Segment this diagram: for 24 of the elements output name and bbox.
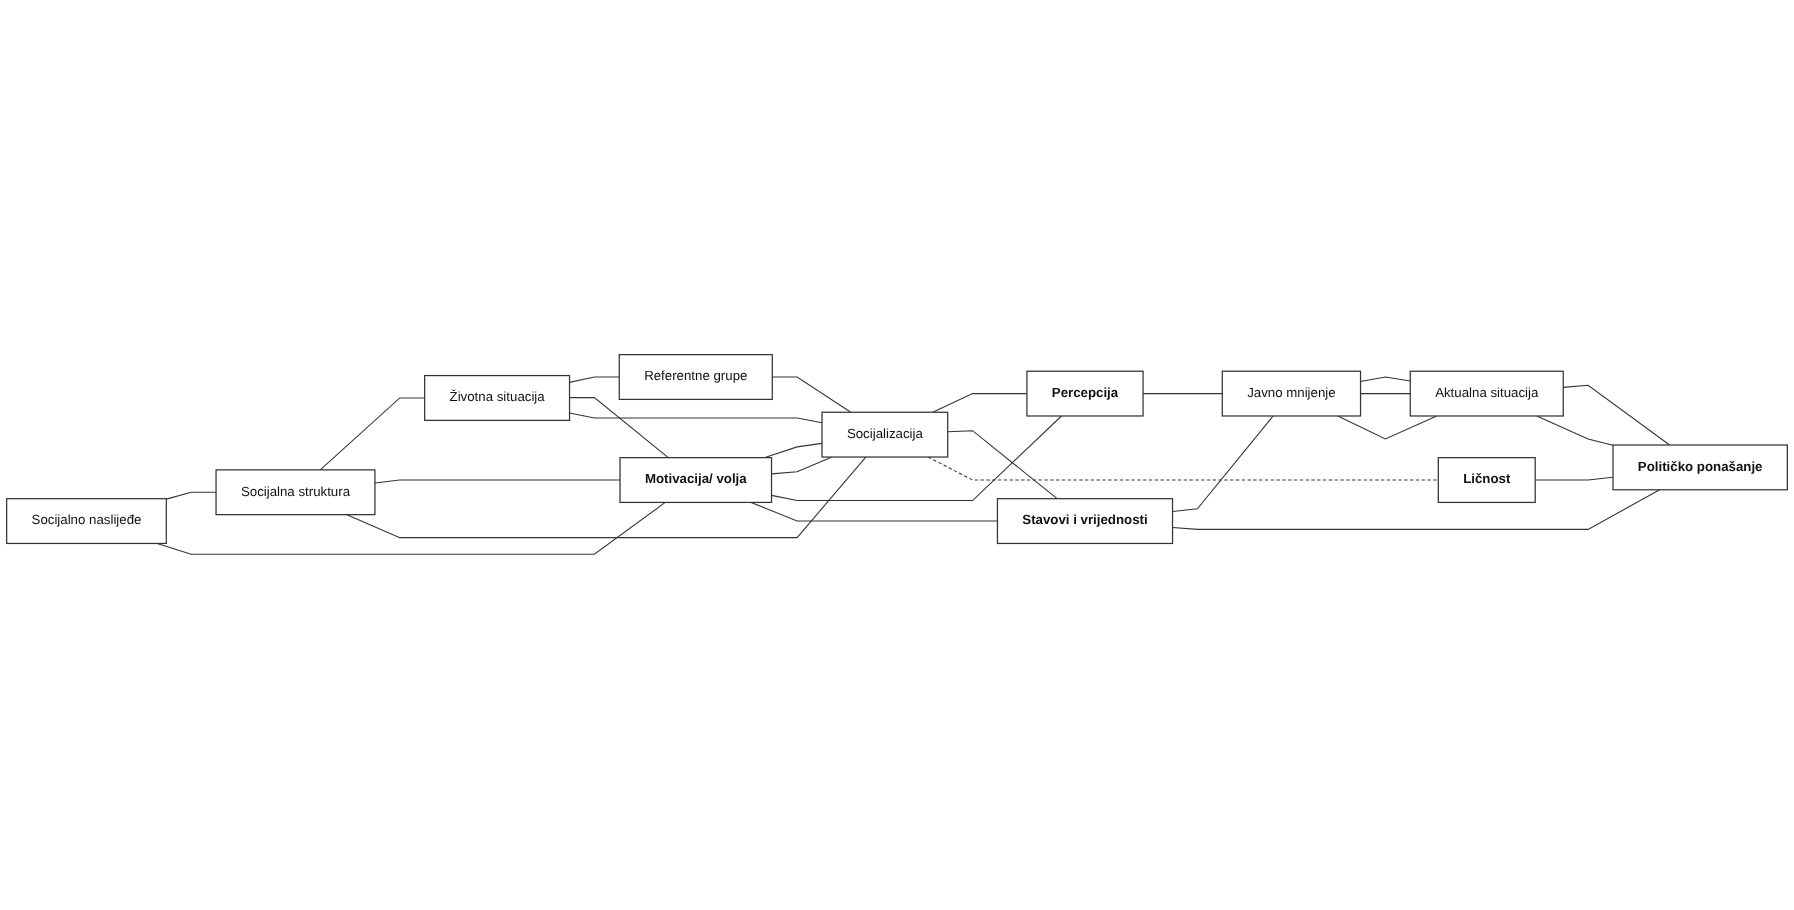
connector	[1142, 393, 1223, 395]
connector	[1534, 477, 1614, 482]
connector	[1562, 385, 1671, 447]
connector	[947, 430, 1058, 500]
connector	[932, 393, 1028, 414]
connector	[374, 480, 621, 485]
connector	[346, 457, 867, 539]
connector	[1337, 416, 1438, 441]
connector	[569, 377, 620, 384]
connector	[1172, 416, 1274, 513]
connector	[771, 377, 852, 414]
connector	[1536, 416, 1614, 447]
connector	[771, 457, 833, 475]
connector	[1360, 377, 1411, 383]
connector	[165, 492, 217, 501]
connector	[927, 457, 1439, 482]
connector	[1360, 393, 1411, 395]
connector	[1172, 489, 1661, 531]
connector	[771, 416, 1062, 502]
connector	[750, 502, 998, 523]
connector	[569, 412, 823, 424]
connector	[763, 443, 823, 459]
connector	[569, 397, 669, 459]
connector	[319, 397, 426, 471]
